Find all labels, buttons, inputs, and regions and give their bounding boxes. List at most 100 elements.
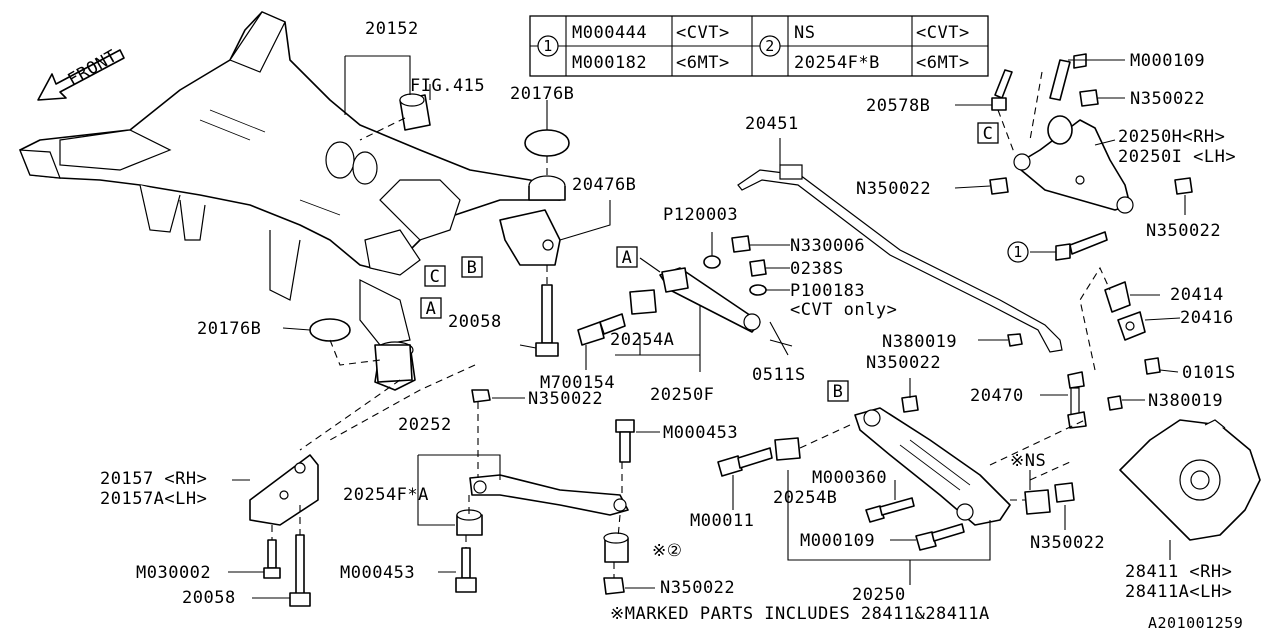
nut-n350022-c xyxy=(989,177,1009,195)
bushing-upper-arm xyxy=(1047,115,1073,145)
callout-m000109-top: M000109 xyxy=(1130,51,1205,71)
leader-lines xyxy=(228,55,1186,599)
bracket-20476b xyxy=(499,209,561,266)
callout-m000453-a: M000453 xyxy=(663,423,738,443)
footnote: ※MARKED PARTS INCLUDES 28411&28411A xyxy=(610,604,990,624)
callout-0238s: 0238S xyxy=(790,259,844,279)
nut-n350022-right xyxy=(1174,177,1193,195)
callout-ns-mark: ※NS xyxy=(1010,451,1046,471)
legend-r2-c1: M000182 xyxy=(572,53,647,73)
legend-r2-c3: 20254F*B xyxy=(794,53,880,73)
legend-r2-c2: <6MT> xyxy=(676,53,730,73)
callout-m030002: M030002 xyxy=(136,563,211,583)
callout-20414: 20414 xyxy=(1170,285,1224,305)
callout-p120003: P120003 xyxy=(663,205,738,225)
callout-20058-mid: 20058 xyxy=(448,312,502,332)
callout-20250f: 20250F xyxy=(650,385,714,405)
legend-r2-c4: <6MT> xyxy=(916,53,970,73)
ref-box-c-left xyxy=(424,265,446,287)
bolt-20058-mid xyxy=(535,284,559,357)
callout-20250h: 20250H<RH> xyxy=(1118,127,1225,147)
callout-28411: 28411 <RH> xyxy=(1125,562,1232,582)
link-20470 xyxy=(1067,371,1087,429)
legend-table xyxy=(529,15,989,77)
bolt-20058-bottom xyxy=(289,534,311,607)
callout-n350022-e: N350022 xyxy=(528,389,603,409)
callout-20176b-top: 20176B xyxy=(510,84,574,104)
stabilizer-bar-20451 xyxy=(737,164,1063,353)
ref-circle-1-label: 1 xyxy=(1013,243,1023,261)
nut-n350022-bottom xyxy=(603,577,625,595)
callout-20157: 20157 <RH> xyxy=(100,469,207,489)
bolt-20578b xyxy=(991,69,1013,111)
bolt-m000453-bottom xyxy=(455,547,477,593)
callout-n380019-b: N380019 xyxy=(1148,391,1223,411)
nut-n350022-b-arm xyxy=(901,395,919,413)
nut-n380019-a xyxy=(1007,333,1023,347)
callout-20058-bottom: 20058 xyxy=(182,588,236,608)
diagram-id: A201001259 xyxy=(1148,614,1243,632)
ref-box-a-right xyxy=(616,246,638,268)
callout-m00011: M00011 xyxy=(690,511,754,531)
callout-20157a: 20157A<LH> xyxy=(100,489,207,509)
bolt-m000360 xyxy=(865,497,915,523)
bolt-0101s xyxy=(1144,357,1161,375)
callout-20578b: 20578B xyxy=(866,96,930,116)
callout-20176b-left: 20176B xyxy=(197,319,261,339)
ref-box-c-right xyxy=(977,122,999,144)
lower-arm-20250 xyxy=(854,407,1011,526)
bushing-mark2 xyxy=(603,532,629,563)
washer-20176b-top xyxy=(524,129,570,201)
bushing-20254a xyxy=(629,289,657,315)
callout-20254f-a: 20254F*A xyxy=(343,485,429,505)
nut-n330006 xyxy=(731,235,751,253)
legend-marker-1: 1 xyxy=(543,37,553,55)
callout-m000453-b: M000453 xyxy=(340,563,415,583)
nut-n350022-link xyxy=(471,389,491,403)
callout-n380019-a: N380019 xyxy=(882,332,957,352)
link-20252 xyxy=(469,474,629,516)
washer-p100183 xyxy=(749,284,767,296)
bushing-20254b xyxy=(774,437,801,461)
callout-0101s: 0101S xyxy=(1182,363,1236,383)
legend-r1-c4: <CVT> xyxy=(916,23,970,43)
bolt-m000453-top xyxy=(615,419,635,463)
nut-n350022-upper xyxy=(1079,89,1099,107)
legend-r1-c2: <CVT> xyxy=(676,23,730,43)
callout-28411a: 28411A<LH> xyxy=(1125,582,1232,602)
callout-20250i: 20250I <LH> xyxy=(1118,147,1236,167)
bolt-m700154 xyxy=(577,313,626,346)
ref-box-b-right xyxy=(827,380,849,402)
callout-20451: 20451 xyxy=(745,114,799,134)
nut-n350022-g xyxy=(1054,482,1075,503)
front-label: FRONT xyxy=(65,46,121,90)
bolt-circle1 xyxy=(1055,231,1108,261)
rod-20250f xyxy=(659,267,761,333)
callout-m000360: M000360 xyxy=(812,468,887,488)
callout-m700154: M700154 xyxy=(540,373,615,393)
callout-20254b: 20254B xyxy=(773,488,837,508)
callout-20416: 20416 xyxy=(1180,308,1234,328)
bracket-20416 xyxy=(1117,311,1146,341)
bushing-20414 xyxy=(1104,281,1131,313)
bolt-m000109-top xyxy=(1049,53,1087,101)
ref-box-c-right-label: C xyxy=(983,124,994,144)
callout-n350022-a: N350022 xyxy=(1130,89,1205,109)
bushing-ns xyxy=(1024,489,1051,515)
callout-m000109-bottom: M000109 xyxy=(800,531,875,551)
arm-20250h xyxy=(1013,119,1134,214)
legend-r1-c3: NS xyxy=(794,23,815,43)
bushing-fig415 xyxy=(399,93,431,131)
washer-p120003 xyxy=(703,255,721,269)
ref-circle-1 xyxy=(1007,241,1029,263)
ref-box-b-left-label: B xyxy=(467,258,478,278)
ref-box-b-left xyxy=(461,256,483,278)
callout-20252: 20252 xyxy=(398,415,452,435)
legend-marker-2: 2 xyxy=(765,37,775,55)
bracket-20157 xyxy=(249,454,319,526)
callout-0511s: 0511S xyxy=(752,365,806,385)
callout-fig415: FIG.415 xyxy=(410,76,485,96)
callout-cvt-only: <CVT only> xyxy=(790,300,897,320)
bushing-lower-left xyxy=(374,344,413,383)
